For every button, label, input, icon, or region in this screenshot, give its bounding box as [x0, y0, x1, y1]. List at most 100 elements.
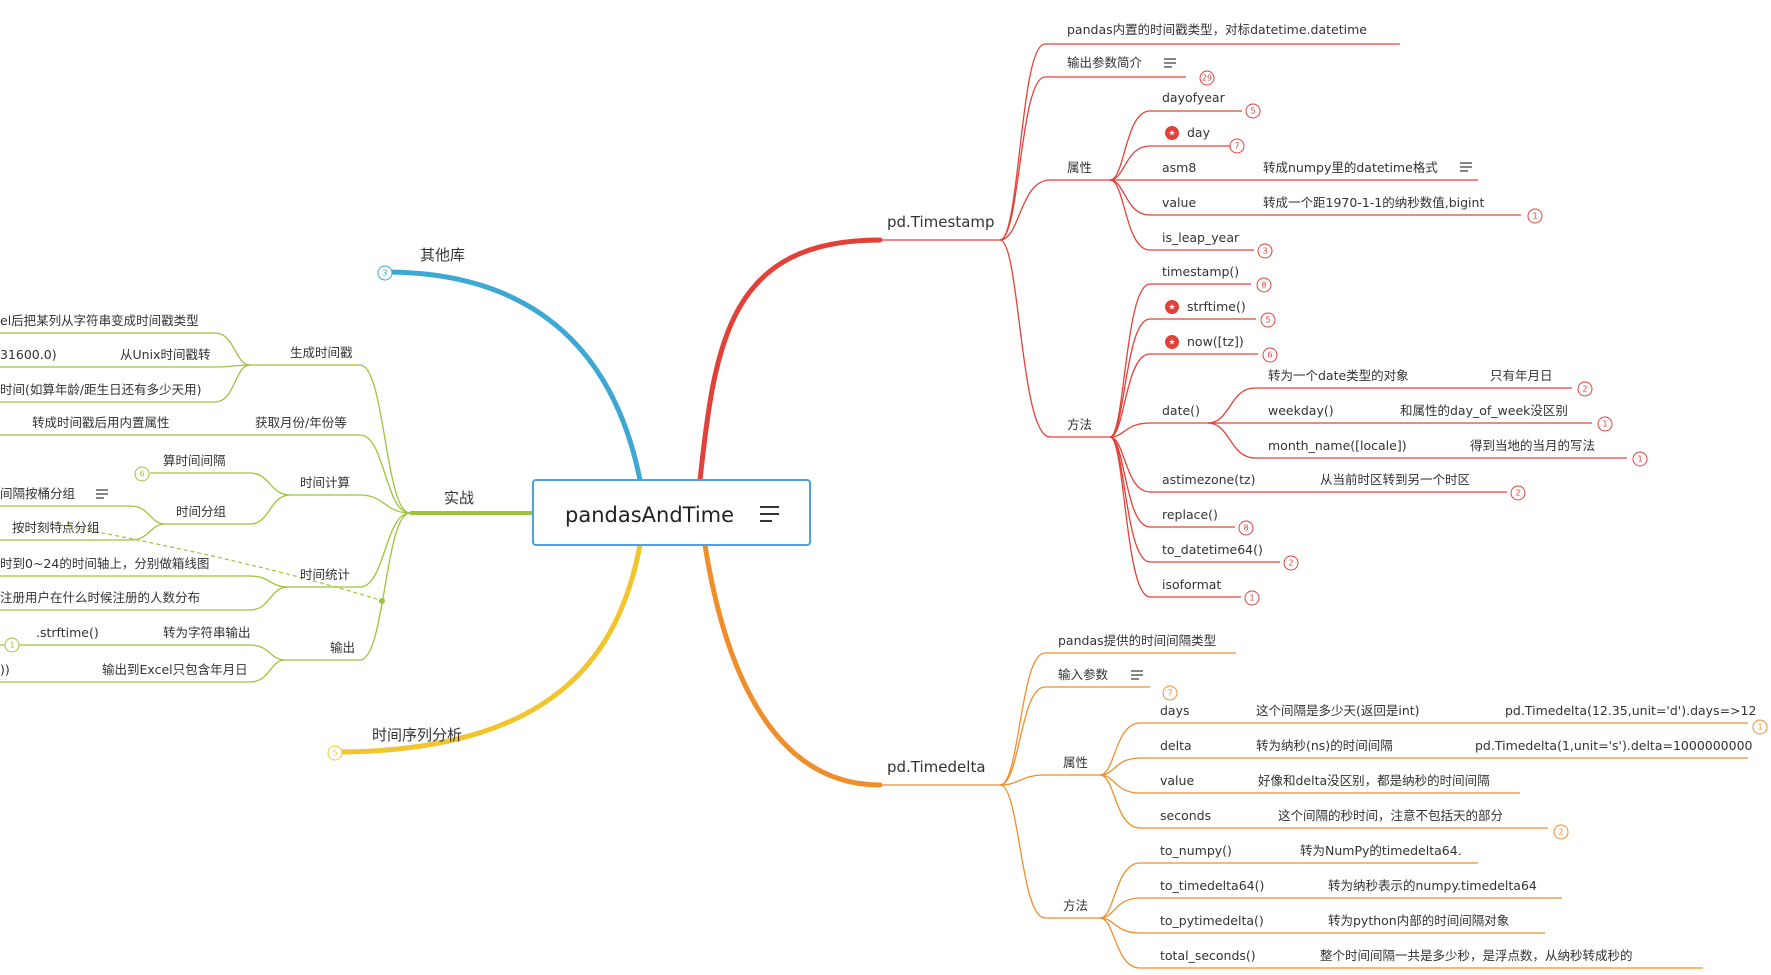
td-attr-days[interactable]: days	[1160, 703, 1190, 718]
td-attr-seconds-note: 这个间隔的秒时间，注意不包括天的部分	[1278, 808, 1503, 823]
practice-calc-sub[interactable]: 间隔按桶分组	[0, 486, 75, 501]
practice-calc-item[interactable]: 算时间间隔	[163, 453, 226, 468]
practice-group-stats[interactable]: 时间统计	[300, 567, 350, 582]
notes-icon	[1164, 58, 1176, 68]
svg-text:29: 29	[1202, 74, 1212, 83]
svg-text:1: 1	[1637, 455, 1642, 464]
practice-stats-item[interactable]: 时到0~24的时间轴上，分别做箱线图	[0, 556, 209, 571]
timestamp-branch	[880, 43, 1627, 598]
count-badge[interactable]: 3	[1257, 243, 1273, 259]
method-astimezone[interactable]: astimezone(tz)	[1162, 472, 1255, 487]
count-badge[interactable]: 2	[1553, 824, 1569, 840]
count-badge[interactable]: 1	[1597, 416, 1613, 432]
svg-text:1: 1	[9, 641, 14, 650]
count-badge[interactable]: 6	[1262, 347, 1278, 363]
count-badge[interactable]: 5	[1245, 103, 1261, 119]
method-replace[interactable]: replace()	[1162, 507, 1218, 522]
td-method-to-pytimedelta[interactable]: to_pytimedelta()	[1160, 913, 1264, 928]
practice-group-output[interactable]: 输出	[330, 640, 355, 655]
timedelta-label[interactable]: pd.Timedelta	[887, 758, 986, 776]
count-badge[interactable]: 7	[1162, 685, 1178, 701]
attr-day[interactable]: day	[1187, 125, 1211, 140]
count-badge[interactable]: 7	[1229, 138, 1245, 154]
method-astimezone-note: 从当前时区转到另一个时区	[1320, 472, 1470, 487]
count-badge[interactable]: 8	[1256, 277, 1272, 293]
td-method-to-pytimedelta-note: 转为python内部的时间间隔对象	[1328, 913, 1509, 928]
count-badge[interactable]: 3	[377, 265, 393, 281]
attr-value[interactable]: value	[1162, 195, 1196, 210]
svg-text:8: 8	[1243, 524, 1248, 533]
attr-dayofyear[interactable]: dayofyear	[1162, 90, 1226, 105]
count-badge[interactable]: 2	[1510, 485, 1526, 501]
count-badge[interactable]: 1	[1527, 208, 1543, 224]
date-child-date-object[interactable]: 转为一个date类型的对象	[1268, 368, 1409, 383]
timedelta-methods-label[interactable]: 方法	[1063, 898, 1088, 913]
svg-text:6: 6	[139, 470, 144, 479]
count-badge[interactable]: 1	[4, 637, 20, 653]
td-method-total-seconds[interactable]: total_seconds()	[1160, 948, 1256, 963]
attr-is-leap-year[interactable]: is_leap_year	[1162, 230, 1240, 245]
method-isoformat[interactable]: isoformat	[1162, 577, 1221, 592]
practice-group-generate[interactable]: 生成时间戳	[290, 345, 353, 360]
svg-text:3: 3	[382, 269, 387, 278]
timedelta-branch	[880, 652, 1748, 969]
timestamp-methods-label[interactable]: 方法	[1067, 417, 1092, 432]
count-badge[interactable]: 8	[1238, 520, 1254, 536]
timestamp-attributes-label[interactable]: 属性	[1067, 160, 1092, 175]
attr-asm8[interactable]: asm8	[1162, 160, 1196, 175]
svg-text:2: 2	[1288, 559, 1293, 568]
practice-group-month-year[interactable]: 获取月份/年份等	[255, 415, 347, 430]
td-attr-value[interactable]: value	[1160, 773, 1194, 788]
count-badge[interactable]: 29	[1199, 70, 1215, 86]
td-attr-seconds[interactable]: seconds	[1160, 808, 1211, 823]
root-node[interactable]: pandasAndTime	[532, 479, 811, 546]
method-date[interactable]: date()	[1162, 403, 1200, 418]
timedelta-desc: pandas提供的时间间隔类型	[1058, 633, 1216, 648]
td-method-to-timedelta64[interactable]: to_timedelta64()	[1160, 878, 1264, 893]
svg-text:★: ★	[1168, 303, 1175, 312]
count-badge[interactable]: 5	[1260, 312, 1276, 328]
td-attr-delta-example: pd.Timedelta(1,unit='s').delta=100000000…	[1475, 738, 1753, 753]
count-badge[interactable]: 1	[1632, 451, 1648, 467]
count-badge[interactable]: 1	[1244, 590, 1260, 606]
practice-month-year-item[interactable]: 转成时间戳后用内置属性	[32, 415, 170, 430]
timedelta-attributes-label[interactable]: 属性	[1063, 755, 1088, 770]
count-badge[interactable]: 1	[1752, 719, 1768, 735]
td-method-to-numpy[interactable]: to_numpy()	[1160, 843, 1232, 858]
practice-output-item[interactable]: .strftime()	[36, 625, 99, 640]
timeseries-label[interactable]: 时间序列分析	[372, 726, 462, 744]
practice-calc-item[interactable]: 时间分组	[176, 504, 226, 519]
practice-stats-item[interactable]: 注册用户在什么时候注册的人数分布	[0, 590, 200, 605]
date-child-month-name[interactable]: month_name([locale])	[1268, 438, 1407, 453]
practice-calc-sub[interactable]: 按时刻特点分组	[12, 520, 100, 535]
count-badge[interactable]: 5	[327, 745, 343, 761]
timestamp-params-label[interactable]: 输出参数简介	[1067, 55, 1143, 70]
practice-generate-item[interactable]: 时间(如算年龄/距生日还有多少天用)	[0, 382, 201, 397]
timestamp-desc: pandas内置的时间戳类型，对标datetime.datetime	[1067, 22, 1367, 37]
count-badge[interactable]: 2	[1283, 555, 1299, 571]
method-timestamp[interactable]: timestamp()	[1162, 264, 1239, 279]
practice-output-item[interactable]: ))	[0, 662, 10, 677]
practice-generate-item[interactable]: 从Unix时间戳转	[120, 347, 210, 362]
count-badge[interactable]: 2	[1577, 381, 1593, 397]
svg-text:1: 1	[1532, 212, 1537, 221]
timestamp-label[interactable]: pd.Timestamp	[887, 213, 995, 231]
practice-group-calc[interactable]: 时间计算	[300, 475, 350, 490]
method-now[interactable]: now([tz])	[1187, 334, 1244, 349]
td-attr-delta[interactable]: delta	[1160, 738, 1192, 753]
svg-text:★: ★	[1168, 129, 1175, 138]
date-child-weekday[interactable]: weekday()	[1268, 403, 1334, 418]
td-attr-delta-note: 转为纳秒(ns)的时间间隔	[1256, 738, 1393, 753]
svg-text:2: 2	[1582, 385, 1587, 394]
practice-generate-item[interactable]: el后把某列从字符串变成时间戳类型	[0, 313, 199, 328]
practice-label[interactable]: 实战	[444, 489, 474, 507]
timedelta-params-label[interactable]: 输入参数	[1058, 667, 1109, 682]
svg-text:5: 5	[332, 749, 337, 758]
method-strftime[interactable]: strftime()	[1187, 299, 1246, 314]
practice-output-item: 输出到Excel只包含年月日	[102, 662, 248, 677]
count-badge[interactable]: 6	[134, 466, 150, 482]
notes-icon	[1131, 670, 1143, 680]
method-to-datetime64[interactable]: to_datetime64()	[1162, 542, 1263, 557]
other-libs-label[interactable]: 其他库	[420, 246, 465, 264]
